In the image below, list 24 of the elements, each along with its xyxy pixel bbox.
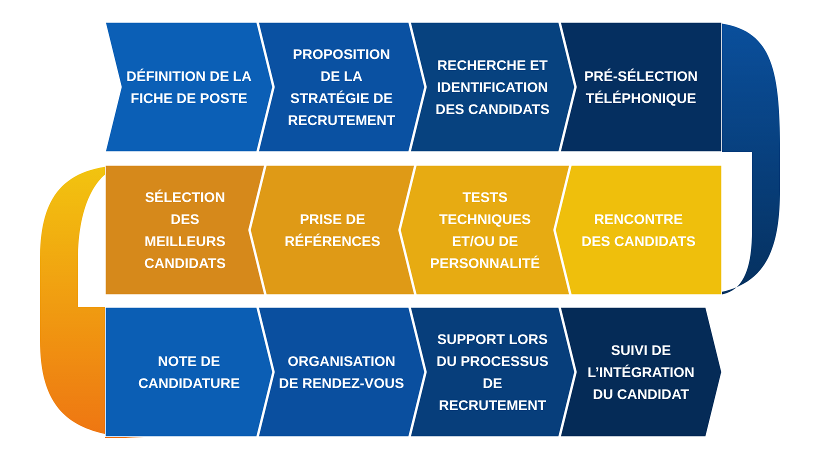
step-label: SUPPORT LORS DU PROCESSUS DE RECRUTEMENT: [435, 330, 550, 415]
chevron-step: [560, 307, 722, 437]
step-label: SUIVI DE L’INTÉGRATION DU CANDIDAT: [586, 341, 696, 404]
chevron-step: [410, 307, 575, 437]
chevron-step: [555, 165, 722, 295]
chevron-step: [250, 165, 415, 295]
chevron-step: [105, 307, 273, 437]
step-label: NOTE DE CANDIDATURE: [137, 352, 241, 393]
step-label: TESTS TECHNIQUES ET/OU DE PERSONNALITÉ: [429, 188, 541, 273]
step-label: PRÉ-SÉLECTION TÉLÉPHONIQUE: [584, 67, 698, 108]
step-label: DÉFINITION DE LA FICHE DE POSTE: [125, 67, 253, 108]
chevron-step: [410, 22, 575, 152]
step-label: SÉLECTION DES MEILLEURS CANDIDATS: [143, 188, 227, 273]
step-label: PROPOSITION DE LA STRATÉGIE DE RECRUTEMENT: [286, 45, 396, 130]
step-label: ORGANISATION DE RENDEZ-VOUS: [278, 352, 406, 393]
chevron-step: [258, 22, 425, 152]
chevron-step: [560, 22, 722, 152]
step-label: RENCONTRE DES CANDIDATS: [580, 210, 697, 251]
step-label: RECHERCHE ET IDENTIFICATION DES CANDIDATS: [434, 56, 551, 119]
chevron-step: [258, 307, 425, 437]
chevron-step: [105, 165, 265, 295]
chevron-step: [400, 165, 570, 295]
chevron-step: [105, 22, 273, 152]
step-label: PRISE DE RÉFÉRENCES: [284, 210, 382, 251]
